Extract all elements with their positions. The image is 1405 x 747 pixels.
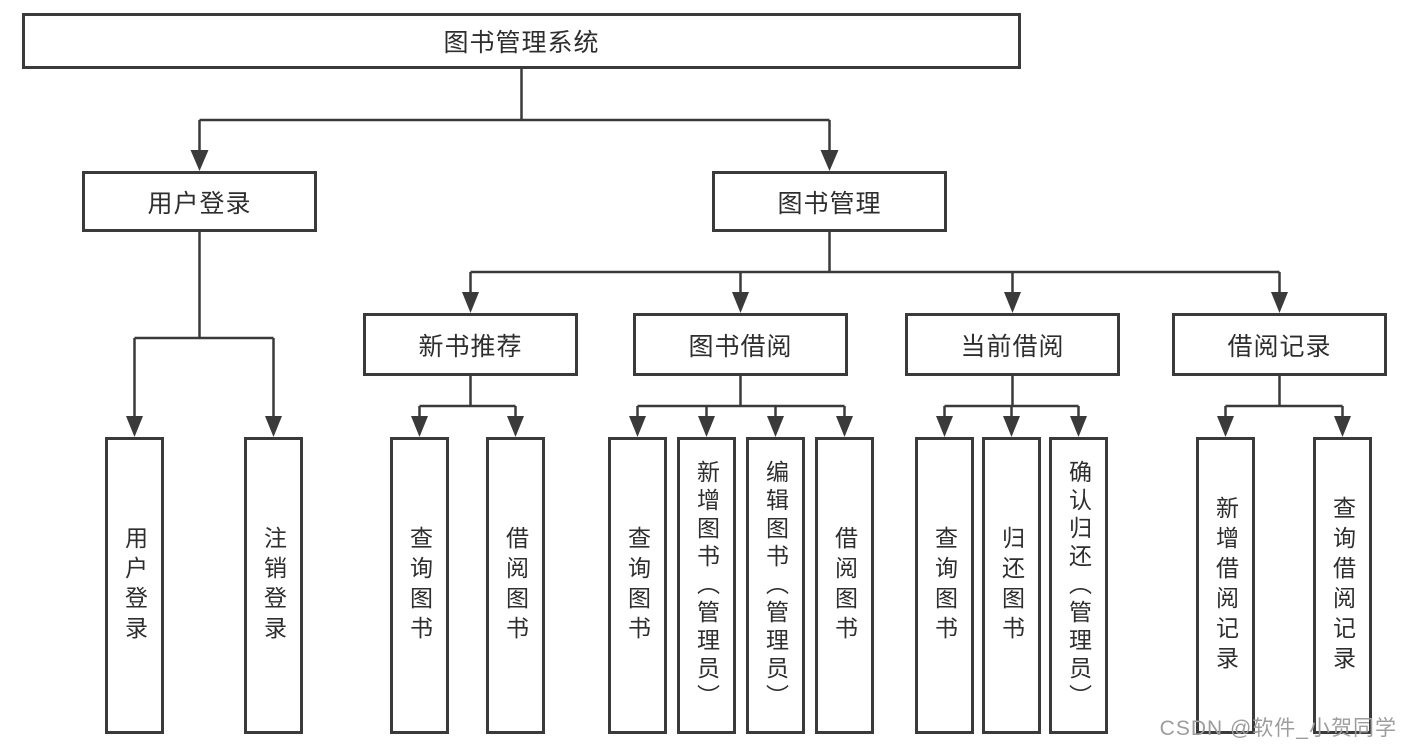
node-library-management-system: 图书管理系统 — [22, 13, 1021, 69]
leaf-query-books-recommend: 查询图书 — [390, 437, 449, 734]
node-new-book-recommendation: 新书推荐 — [363, 313, 578, 376]
connector-root-to-level2 — [190, 69, 839, 171]
leaf-borrow-books-recommend: 借阅图书 — [486, 437, 545, 734]
connector-current-borrow-to-leaves — [936, 376, 1087, 437]
connector-records-to-leaves — [1217, 376, 1351, 437]
connector-user-login-to-leaves — [126, 232, 282, 437]
node-borrowing-records: 借阅记录 — [1172, 313, 1387, 376]
leaf-query-books-current: 查询图书 — [915, 437, 974, 734]
node-book-management: 图书管理 — [712, 171, 947, 232]
leaf-add-books-admin: 新增图书（管理员） — [677, 437, 736, 734]
leaf-add-borrow-record: 新增借阅记录 — [1196, 437, 1255, 734]
leaf-query-borrow-record: 查询借阅记录 — [1313, 437, 1372, 734]
watermark-text: CSDN @软件_小贺同学 — [1159, 717, 1397, 740]
node-user-login: 用户登录 — [82, 171, 317, 232]
leaf-edit-books-admin: 编辑图书（管理员） — [746, 437, 805, 734]
node-book-borrowing: 图书借阅 — [633, 313, 848, 376]
leaf-confirm-return-admin: 确认归还（管理员） — [1049, 437, 1108, 734]
leaf-user-login: 用户登录 — [105, 437, 164, 734]
leaf-return-books: 归还图书 — [982, 437, 1041, 734]
leaf-borrow-books-borrowing: 借阅图书 — [815, 437, 874, 734]
leaf-logout-login: 注销登录 — [244, 437, 303, 734]
connector-book-borrow-to-leaves — [629, 376, 853, 437]
leaf-query-books-borrowing: 查询图书 — [608, 437, 667, 734]
connector-book-management-to-level3 — [462, 232, 1288, 313]
node-current-borrowing: 当前借阅 — [905, 313, 1120, 376]
connector-new-book-to-leaves — [411, 376, 524, 437]
